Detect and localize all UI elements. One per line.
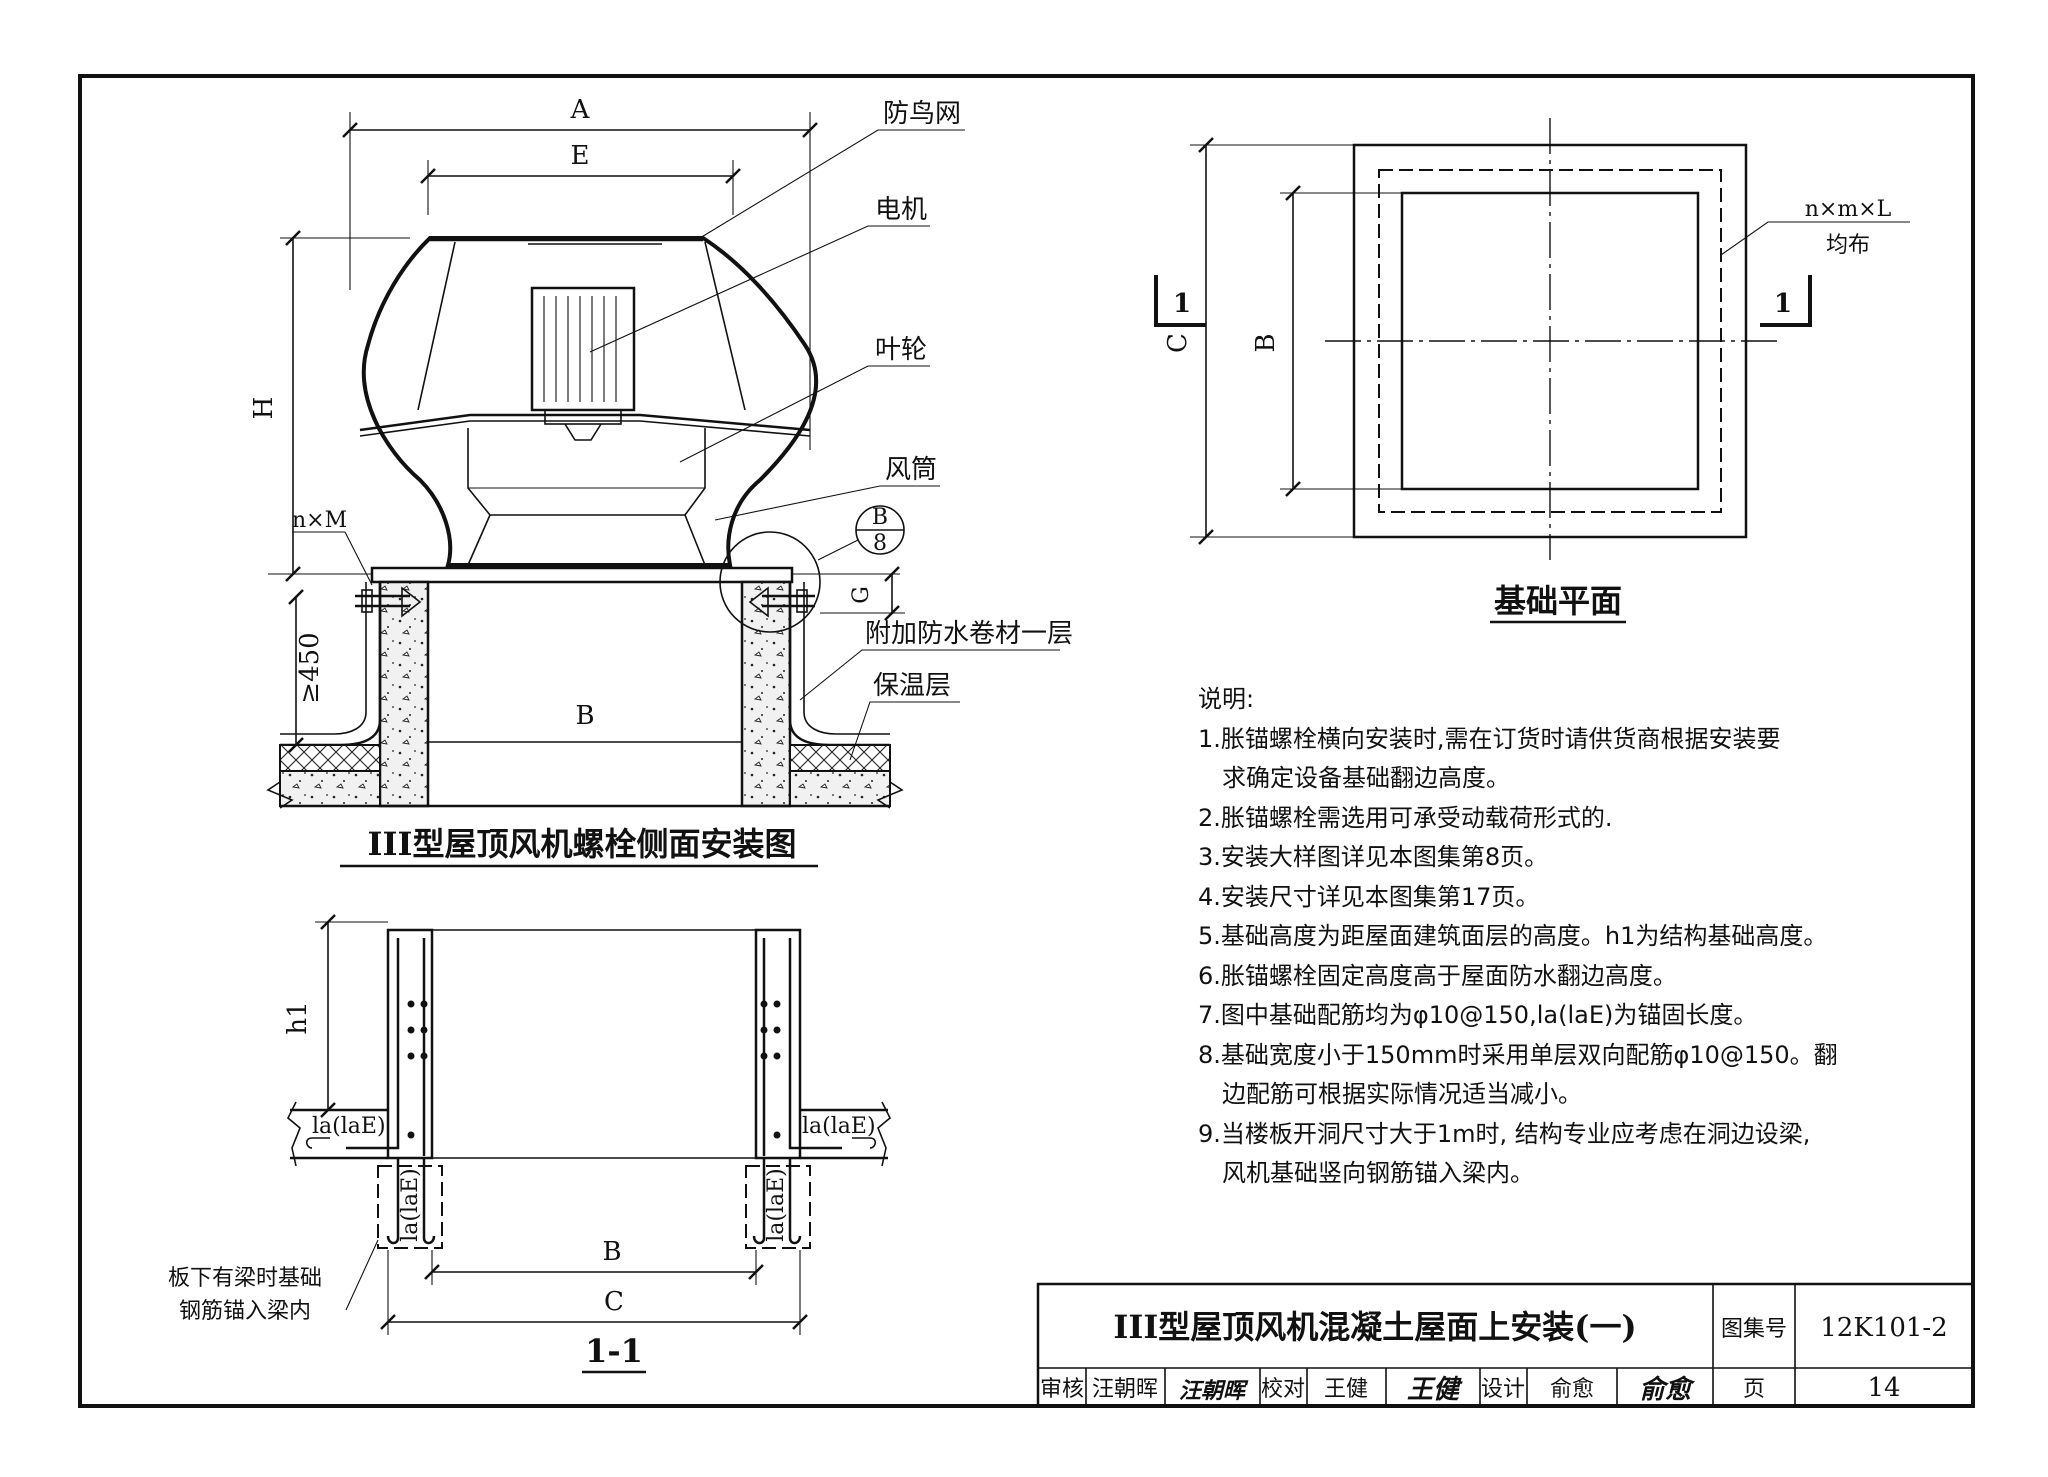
detail-ref-bottom: 8 bbox=[873, 531, 887, 556]
motor-body bbox=[530, 286, 636, 412]
reviewer-signature: 汪朝晖 bbox=[1179, 1378, 1249, 1404]
beam-note-2: 钢筋锚入梁内 bbox=[179, 1299, 311, 1324]
check-label: 校对 bbox=[1261, 1377, 1305, 1402]
dim-h1: h1 bbox=[283, 1001, 313, 1034]
dim-E: E bbox=[571, 141, 590, 171]
callout-waterproof: 附加防水卷材一层 bbox=[865, 619, 1073, 649]
note-8b: 边配筋可根据实际情况适当减小。 bbox=[1222, 1080, 1582, 1108]
curb-right bbox=[740, 580, 792, 808]
dim-C-plan: C bbox=[1163, 333, 1193, 353]
sheet-border bbox=[78, 74, 1975, 1408]
side-view-title: III型屋顶风机螺栓侧面安装图 bbox=[368, 825, 797, 863]
callout-motor: 电机 bbox=[875, 195, 927, 225]
note-2: 2.胀锚螺栓需选用可承受动载荷形式的. bbox=[1198, 803, 1613, 832]
dim-B-plan: B bbox=[1251, 333, 1281, 352]
designer-signature: 俞愈 bbox=[1639, 1375, 1696, 1405]
beam-note-1: 板下有梁时基础 bbox=[168, 1266, 322, 1291]
anchor-len-right: la(laE) bbox=[802, 1114, 876, 1139]
note-5: 5.基础高度为距屋面建筑面层的高度。h1为结构基础高度。 bbox=[1198, 922, 1828, 950]
checker-signature: 王健 bbox=[1407, 1375, 1463, 1405]
dim-G: G bbox=[849, 586, 874, 604]
atlas-number: 12K101-2 bbox=[1820, 1313, 1947, 1343]
detail-circle bbox=[719, 531, 821, 633]
callout-insulation: 保温层 bbox=[873, 671, 951, 701]
note-3: 3.安装大样图详见本图集第8页。 bbox=[1198, 843, 1549, 871]
reviewer-name: 汪朝晖 bbox=[1092, 1377, 1158, 1402]
note-7: 7.图中基础配筋均为φ10@150,la(laE)为锚固长度。 bbox=[1198, 1001, 1758, 1029]
designer-name: 俞愈 bbox=[1550, 1377, 1594, 1402]
callout-bird-net: 防鸟网 bbox=[883, 99, 961, 129]
notes-block: 说明: 1.胀锚螺栓横向安装时,需在订货时请供货商根据安装要 求确定设备基础翻边… bbox=[1198, 680, 1838, 1194]
page-number: 14 bbox=[1867, 1373, 1900, 1403]
page-label: 页 bbox=[1743, 1377, 1765, 1402]
dim-A: A bbox=[570, 95, 591, 125]
dim-H: H bbox=[249, 397, 279, 420]
section-mark-right-label: 1 bbox=[1774, 289, 1792, 319]
base-flange bbox=[370, 566, 794, 584]
note-6: 6.胀锚螺栓固定高度高于屋面防水翻边高度。 bbox=[1198, 961, 1677, 990]
note-1b: 求确定设备基础翻边高度。 bbox=[1222, 764, 1510, 792]
dim-450: ≥450 bbox=[295, 632, 325, 703]
note-1a: 1.胀锚螺栓横向安装时,需在订货时请供货商根据安装要 bbox=[1198, 724, 1781, 753]
dim-C-section: C bbox=[604, 1287, 624, 1317]
notes-heading: 说明: bbox=[1198, 685, 1255, 713]
note-4: 4.安装尺寸详见本图集第17页。 bbox=[1198, 882, 1540, 911]
dim-B-section: B bbox=[602, 1237, 621, 1267]
dim-nM: n×M bbox=[292, 508, 347, 533]
plan-view: C B 1 1 n×m×L 均布 基础平面 bbox=[1154, 118, 1910, 624]
callout-duct: 风筒 bbox=[885, 455, 937, 485]
anchor-note-1: n×m×L bbox=[1805, 197, 1892, 222]
curb-left bbox=[378, 580, 430, 808]
atlas-label: 图集号 bbox=[1721, 1317, 1787, 1342]
section-mark-left bbox=[1154, 275, 1206, 327]
note-9b: 风机基础竖向钢筋锚入梁内。 bbox=[1222, 1159, 1534, 1187]
section-view-title: 1-1 bbox=[585, 1332, 643, 1370]
plan-view-title: 基础平面 bbox=[1494, 582, 1622, 620]
beam-right bbox=[745, 1165, 811, 1249]
drawing-title: III型屋顶风机混凝土屋面上安装(一) bbox=[1113, 1308, 1636, 1346]
review-label: 审核 bbox=[1040, 1377, 1084, 1402]
anchor-len-beam-left: la(laE) bbox=[398, 1168, 423, 1242]
beam-left bbox=[377, 1165, 443, 1249]
note-9a: 9.当楼板开洞尺寸大于1m时, 结构专业应考虑在洞边设梁, bbox=[1198, 1119, 1811, 1148]
section-mark-right bbox=[1760, 275, 1812, 327]
side-view: A E H n×M bbox=[249, 95, 1073, 868]
section-view: h1 la(laE) la(laE) la(laE) la(laE) B C 板… bbox=[168, 914, 891, 1374]
callout-impeller: 叶轮 bbox=[875, 335, 927, 365]
detail-ref-top: B bbox=[872, 505, 888, 530]
title-block: III型屋顶风机混凝土屋面上安装(一) 图集号 12K101-2 审核 汪朝晖 … bbox=[1036, 1282, 1975, 1408]
anchor-note-2: 均布 bbox=[1826, 233, 1870, 258]
anchor-len-left: la(laE) bbox=[312, 1114, 386, 1139]
section-mark-left-label: 1 bbox=[1173, 289, 1191, 319]
checker-name: 王健 bbox=[1324, 1377, 1368, 1402]
design-label: 设计 bbox=[1481, 1377, 1525, 1402]
note-8a: 8.基础宽度小于150mm时采用单层双向配筋φ10@150。翻 bbox=[1198, 1040, 1838, 1069]
anchor-len-beam-right: la(laE) bbox=[764, 1168, 789, 1242]
dim-B-side: B bbox=[575, 701, 594, 731]
